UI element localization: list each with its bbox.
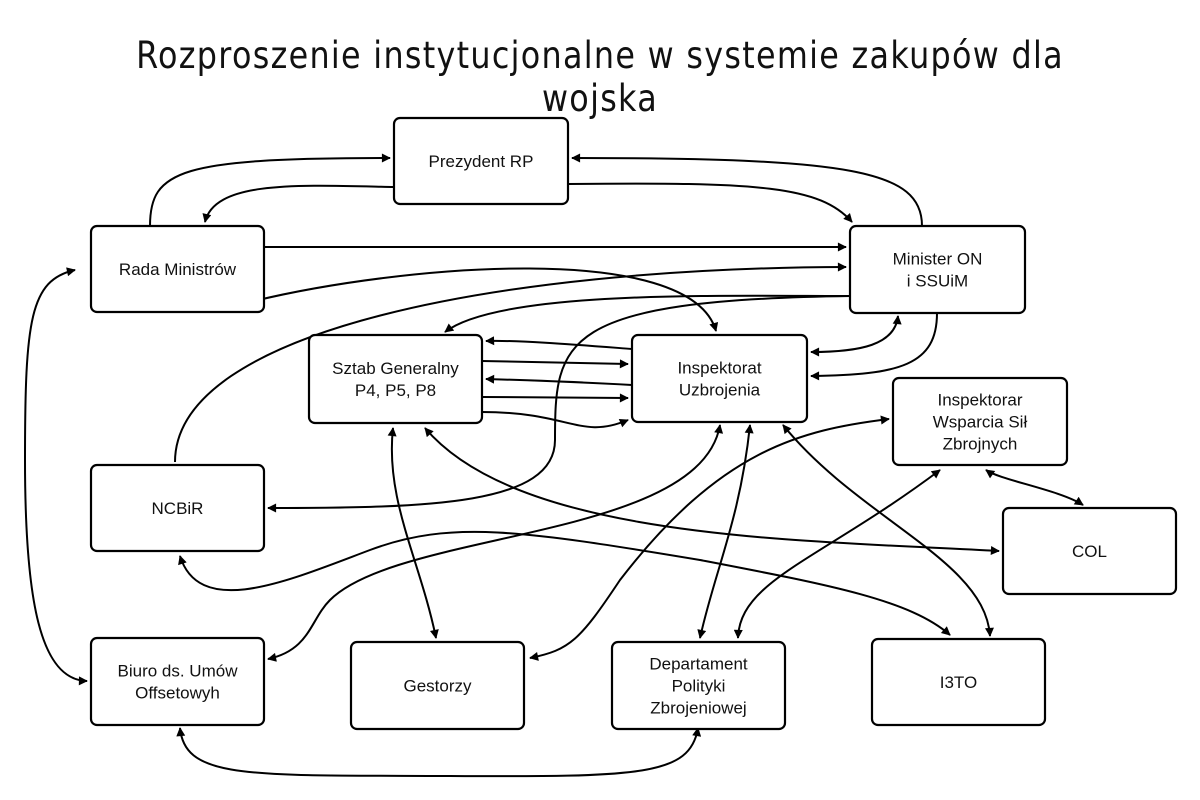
edge-prezydent-to-rada — [202, 184, 395, 223]
node-label: Inspektorar — [937, 391, 1022, 410]
node-gestorzy: Gestorzy — [349, 640, 526, 731]
node-label: i SSUiM — [907, 272, 968, 291]
edge-prezydent-to-minister — [567, 182, 853, 223]
node-label: Offsetowyh — [135, 684, 220, 703]
edges-layer — [23, 153, 1084, 778]
diagram-title: Rozproszenie instytucjonalne w systemie … — [136, 34, 1064, 120]
node-label: Rada Ministrów — [119, 260, 237, 279]
edge-biuro-to-departament — [176, 727, 702, 778]
edge-departament-to-iwsz — [733, 469, 941, 639]
node-box — [392, 116, 570, 206]
edge-minister-to-sztab — [444, 294, 851, 333]
node-label: Inspektorat — [677, 359, 761, 378]
edge-inspektorat-to-sztab — [485, 336, 633, 350]
nodes-layer: Prezydent RP Rada Ministrów Minister ON i S… — [89, 116, 1178, 731]
node-label: Minister ON — [893, 250, 983, 269]
node-prezydent: Prezydent RP — [392, 116, 570, 206]
node-col: COL — [1001, 506, 1178, 596]
node-label: Biuro ds. Umów — [118, 662, 239, 681]
node-box — [891, 376, 1069, 467]
node-label: NCBiR — [152, 499, 204, 518]
node-label: Uzbrojenia — [679, 381, 761, 400]
node-box — [307, 333, 484, 425]
node-box — [848, 224, 1027, 315]
node-box — [870, 637, 1047, 727]
node-box — [89, 463, 266, 553]
node-label: Prezydent RP — [429, 152, 534, 171]
edge-rada-to-inspektorat — [249, 267, 719, 332]
node-label: Zbrojnych — [943, 435, 1018, 454]
node-label: Wsparcia Sił — [933, 413, 1028, 432]
edge-sztab-to-inspektorat — [481, 359, 629, 369]
node-label: P4, P5, P8 — [355, 381, 436, 400]
node-rada: Rada Ministrów — [89, 224, 266, 314]
edge-gestorzy-to-iwsz — [529, 415, 890, 661]
edge-ncbir-to-minister — [174, 262, 847, 463]
node-ncbir: NCBiR — [89, 463, 266, 553]
node-box — [89, 636, 266, 727]
node-label: I3TO — [940, 673, 977, 692]
node-label: COL — [1072, 542, 1107, 561]
node-box — [1001, 506, 1178, 596]
edge-rada-to-prezydent — [149, 153, 391, 227]
node-label: Sztab Generalny — [332, 359, 459, 378]
node-box — [349, 640, 526, 731]
node-label: Gestorzy — [403, 677, 472, 696]
edge-iwsz-to-col — [985, 469, 1084, 506]
node-label: Polityki — [672, 677, 726, 696]
node-box — [630, 333, 809, 424]
edge-ncbir-to-i3to — [178, 530, 951, 636]
edge-inspektorat-to-sztab — [485, 374, 633, 386]
node-label: Departament — [649, 655, 748, 674]
edge-minister-to-inspektorat — [810, 315, 902, 357]
edge-sztab-to-gestorzy — [387, 427, 439, 639]
node-box — [89, 224, 266, 314]
edge-minister-to-prezydent — [571, 153, 923, 227]
node-label: Zbrojeniowej — [650, 699, 746, 718]
edge-sztab-to-inspektorat — [481, 393, 629, 403]
edge-rada-to-biuro — [23, 267, 88, 686]
node-i3to: I3TO — [870, 637, 1047, 727]
edge-minister-to-inspektorat — [810, 312, 938, 381]
node-minister: Minister ON i SSUiM — [848, 224, 1027, 315]
node-box — [610, 640, 787, 731]
